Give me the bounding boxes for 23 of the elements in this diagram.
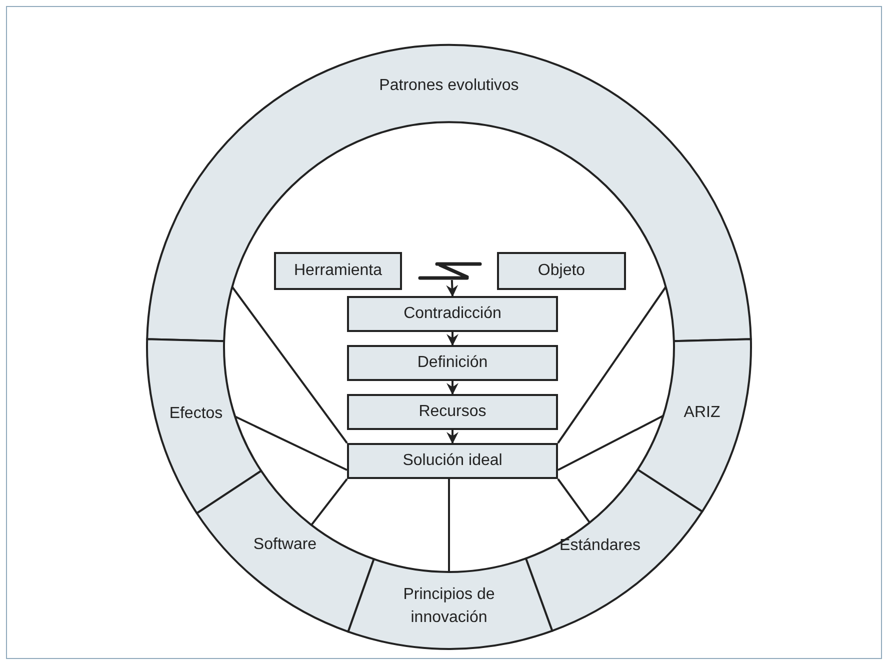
contradiction-symbol xyxy=(418,262,482,280)
process-box: Solución ideal xyxy=(347,443,558,479)
process-box: Definición xyxy=(347,345,558,381)
arrow xyxy=(446,280,458,297)
ring-segment: Efectos xyxy=(146,338,263,515)
connector-line xyxy=(231,286,348,444)
connector-line xyxy=(558,414,664,471)
ring-segment: Principios de innovación xyxy=(347,557,554,650)
ring-segment: ARIZ xyxy=(636,338,752,513)
ring-segment: Estándares xyxy=(524,468,704,632)
connector-line xyxy=(557,286,667,444)
connector-line xyxy=(310,478,348,526)
arrow xyxy=(446,430,458,444)
process-box: Objeto xyxy=(497,252,626,290)
process-box: Contradicción xyxy=(347,296,558,332)
ring-segment: Software xyxy=(195,469,375,633)
arrow xyxy=(446,381,458,395)
connector-line xyxy=(557,478,590,524)
arrow xyxy=(446,332,458,346)
connector-line xyxy=(234,416,348,471)
process-box: Recursos xyxy=(347,394,558,430)
connector-line xyxy=(448,479,450,572)
process-box: Herramienta xyxy=(274,252,402,290)
